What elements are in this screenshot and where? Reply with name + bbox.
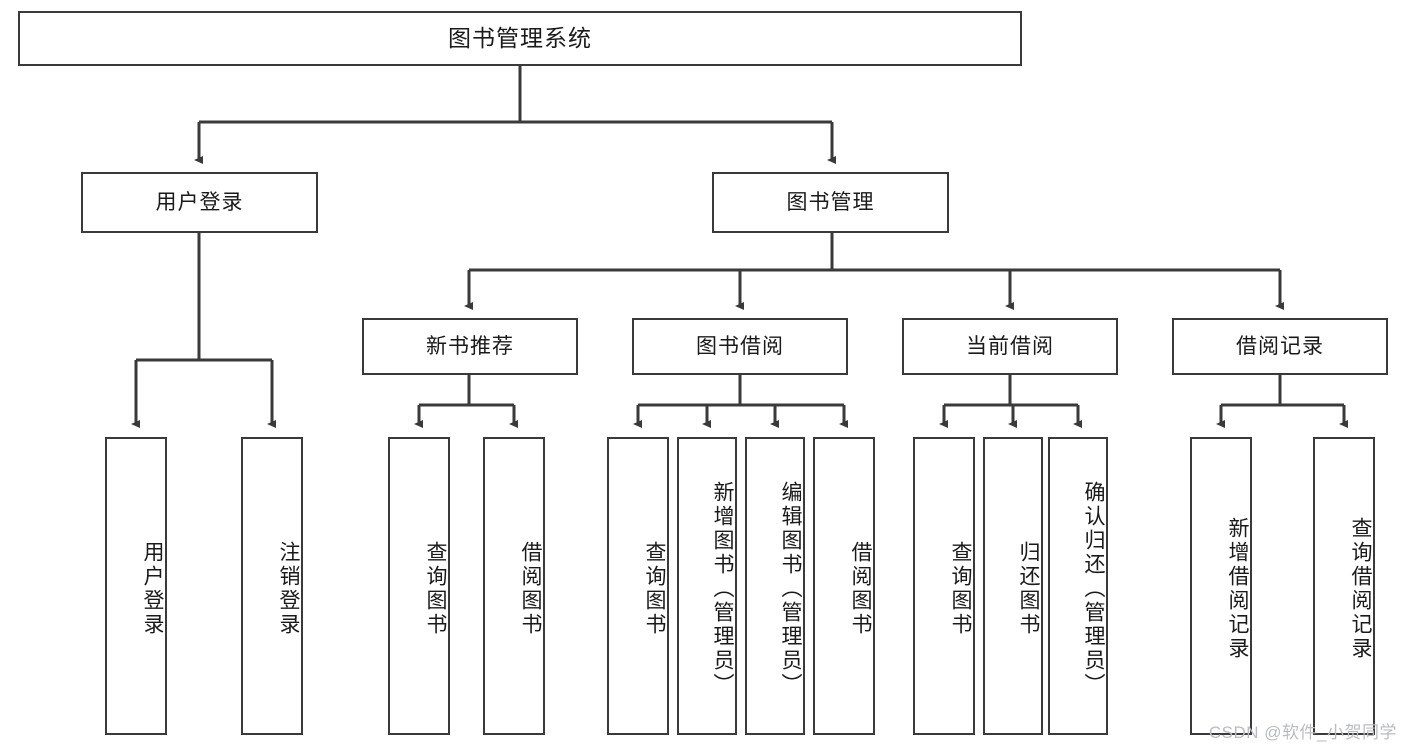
- watermark-text: CSDN @软件_小贺同学: [1208, 723, 1397, 742]
- node-new-book-recommend[interactable]: 新书推荐: [362, 318, 578, 375]
- leaf-book-borrow-add-book-admin[interactable]: 新增图书（管理员）: [677, 437, 737, 735]
- node-user-login[interactable]: 用户登录: [81, 172, 318, 233]
- leaf-user-login-login[interactable]: 用户登录: [105, 437, 167, 735]
- leaf-label: 查询图书: [643, 541, 666, 637]
- leaf-new-book-query-book[interactable]: 查询图书: [388, 437, 450, 735]
- leaf-label: 借阅图书: [849, 541, 872, 637]
- leaf-book-borrow-borrow-book[interactable]: 借阅图书: [813, 437, 875, 735]
- leaf-user-login-logout[interactable]: 注销登录: [241, 437, 303, 735]
- leaf-label: 编辑图书（管理员）: [779, 481, 802, 697]
- leaf-label: 新增借阅记录: [1226, 517, 1249, 661]
- leaf-current-borrow-confirm-return-admin[interactable]: 确认归还（管理员）: [1048, 437, 1108, 735]
- leaf-label: 用户登录: [141, 541, 164, 637]
- node-borrow-record[interactable]: 借阅记录: [1172, 318, 1388, 375]
- leaf-label: 查询借阅记录: [1349, 517, 1372, 661]
- leaf-label: 新增图书（管理员）: [711, 481, 734, 697]
- leaf-book-borrow-query-book[interactable]: 查询图书: [607, 437, 669, 735]
- leaf-label: 注销登录: [277, 541, 300, 637]
- node-root-book-management-system[interactable]: 图书管理系统: [18, 11, 1022, 66]
- leaf-borrow-record-query-record[interactable]: 查询借阅记录: [1313, 437, 1375, 735]
- leaf-new-book-borrow-book[interactable]: 借阅图书: [483, 437, 545, 735]
- leaf-label: 查询图书: [949, 541, 972, 637]
- leaf-current-borrow-query-book[interactable]: 查询图书: [913, 437, 975, 735]
- leaf-current-borrow-return-book[interactable]: 归还图书: [983, 437, 1043, 735]
- node-current-borrow[interactable]: 当前借阅: [902, 318, 1118, 375]
- leaf-label: 归还图书: [1017, 541, 1040, 637]
- node-book-management[interactable]: 图书管理: [712, 172, 949, 233]
- leaf-book-borrow-edit-book-admin[interactable]: 编辑图书（管理员）: [745, 437, 805, 735]
- leaf-borrow-record-add-record[interactable]: 新增借阅记录: [1190, 437, 1252, 735]
- leaf-label: 查询图书: [424, 541, 447, 637]
- leaf-label: 确认归还（管理员）: [1082, 481, 1105, 697]
- leaf-label: 借阅图书: [519, 541, 542, 637]
- node-book-borrow[interactable]: 图书借阅: [632, 318, 848, 375]
